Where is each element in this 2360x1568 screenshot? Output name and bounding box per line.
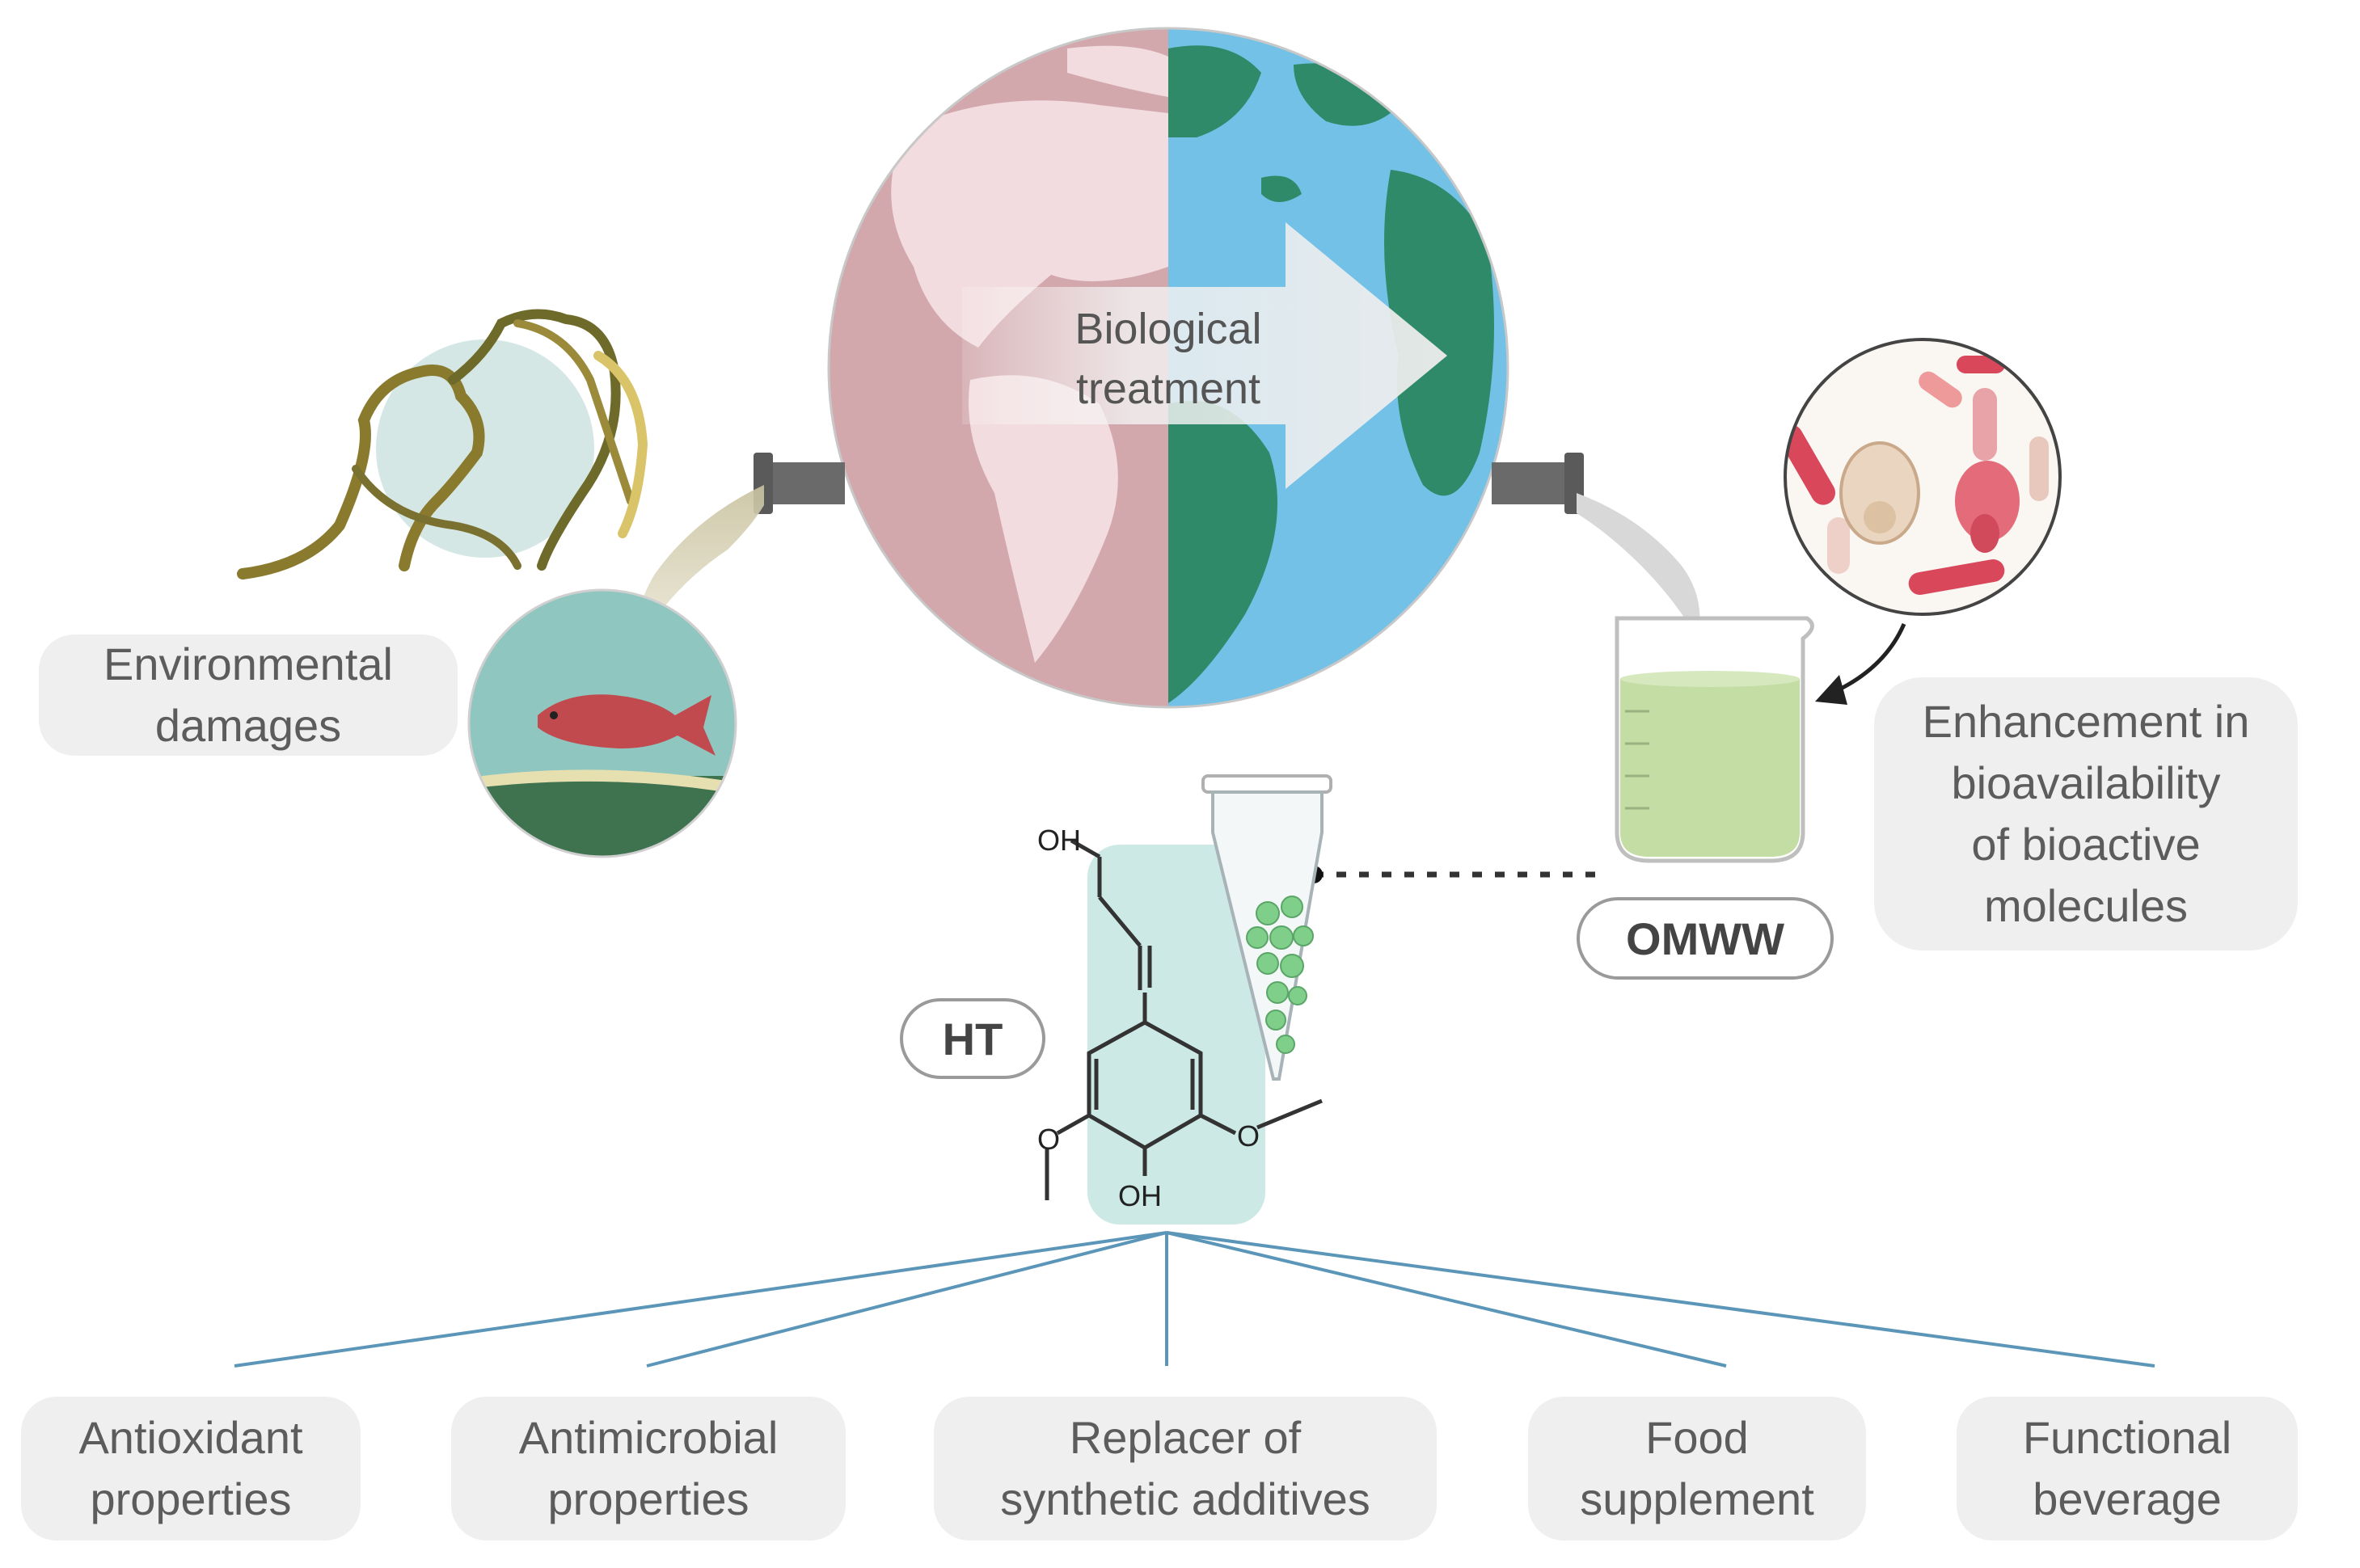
omww-badge: OMWW [1577,897,1834,980]
molecule-atom-labels: OH O OH O [1037,824,1260,1212]
application-label: Antioxidant properties [78,1412,303,1524]
fish-icon [467,588,737,858]
atom-oh-top: OH [1037,824,1081,857]
omww-label: OMWW [1626,913,1784,964]
microbes-icon [1784,338,2062,705]
application-label: Replacer of synthetic additives [1000,1412,1370,1524]
molecule-highlight [1087,845,1265,1224]
application-box-food-supplement: Food supplement [1528,1397,1866,1541]
atom-oh-bottom: OH [1118,1179,1162,1212]
atom-o-left: O [1037,1123,1060,1156]
environmental-damages-box: Environmental damages [39,634,458,756]
application-label: Food supplement [1580,1412,1814,1524]
molecule-icon [1045,838,1323,1200]
application-box-antimicrobial: Antimicrobial properties [451,1397,846,1541]
beaker-icon [1615,616,1814,863]
enhancement-label: Enhancement in bioavailability of bioact… [1922,696,2250,931]
environmental-damages-label: Environmental damages [103,639,393,751]
application-label: Antimicrobial properties [518,1412,779,1524]
ht-label: HT [942,1013,1003,1064]
application-box-antioxidant: Antioxidant properties [21,1397,361,1541]
application-box-replacer: Replacer of synthetic additives [934,1397,1437,1541]
ht-badge: HT [900,998,1045,1079]
application-label: Functional beverage [2022,1412,2232,1524]
tree-connector [234,1231,2155,1368]
atom-o-right: O [1237,1119,1260,1153]
dotted-connector [1305,866,1597,883]
pipe-right-icon [1492,453,1700,639]
treatment-arrow-icon [962,222,1447,489]
application-box-functional-beverage: Functional beverage [1957,1397,2298,1541]
enhancement-box: Enhancement in bioavailability of bioact… [1874,677,2298,950]
biological-treatment-label: Biological treatment [1074,305,1262,413]
tube-icon [1201,774,1332,1081]
pipe-left-icon [640,453,845,630]
algae-icon [237,309,648,580]
